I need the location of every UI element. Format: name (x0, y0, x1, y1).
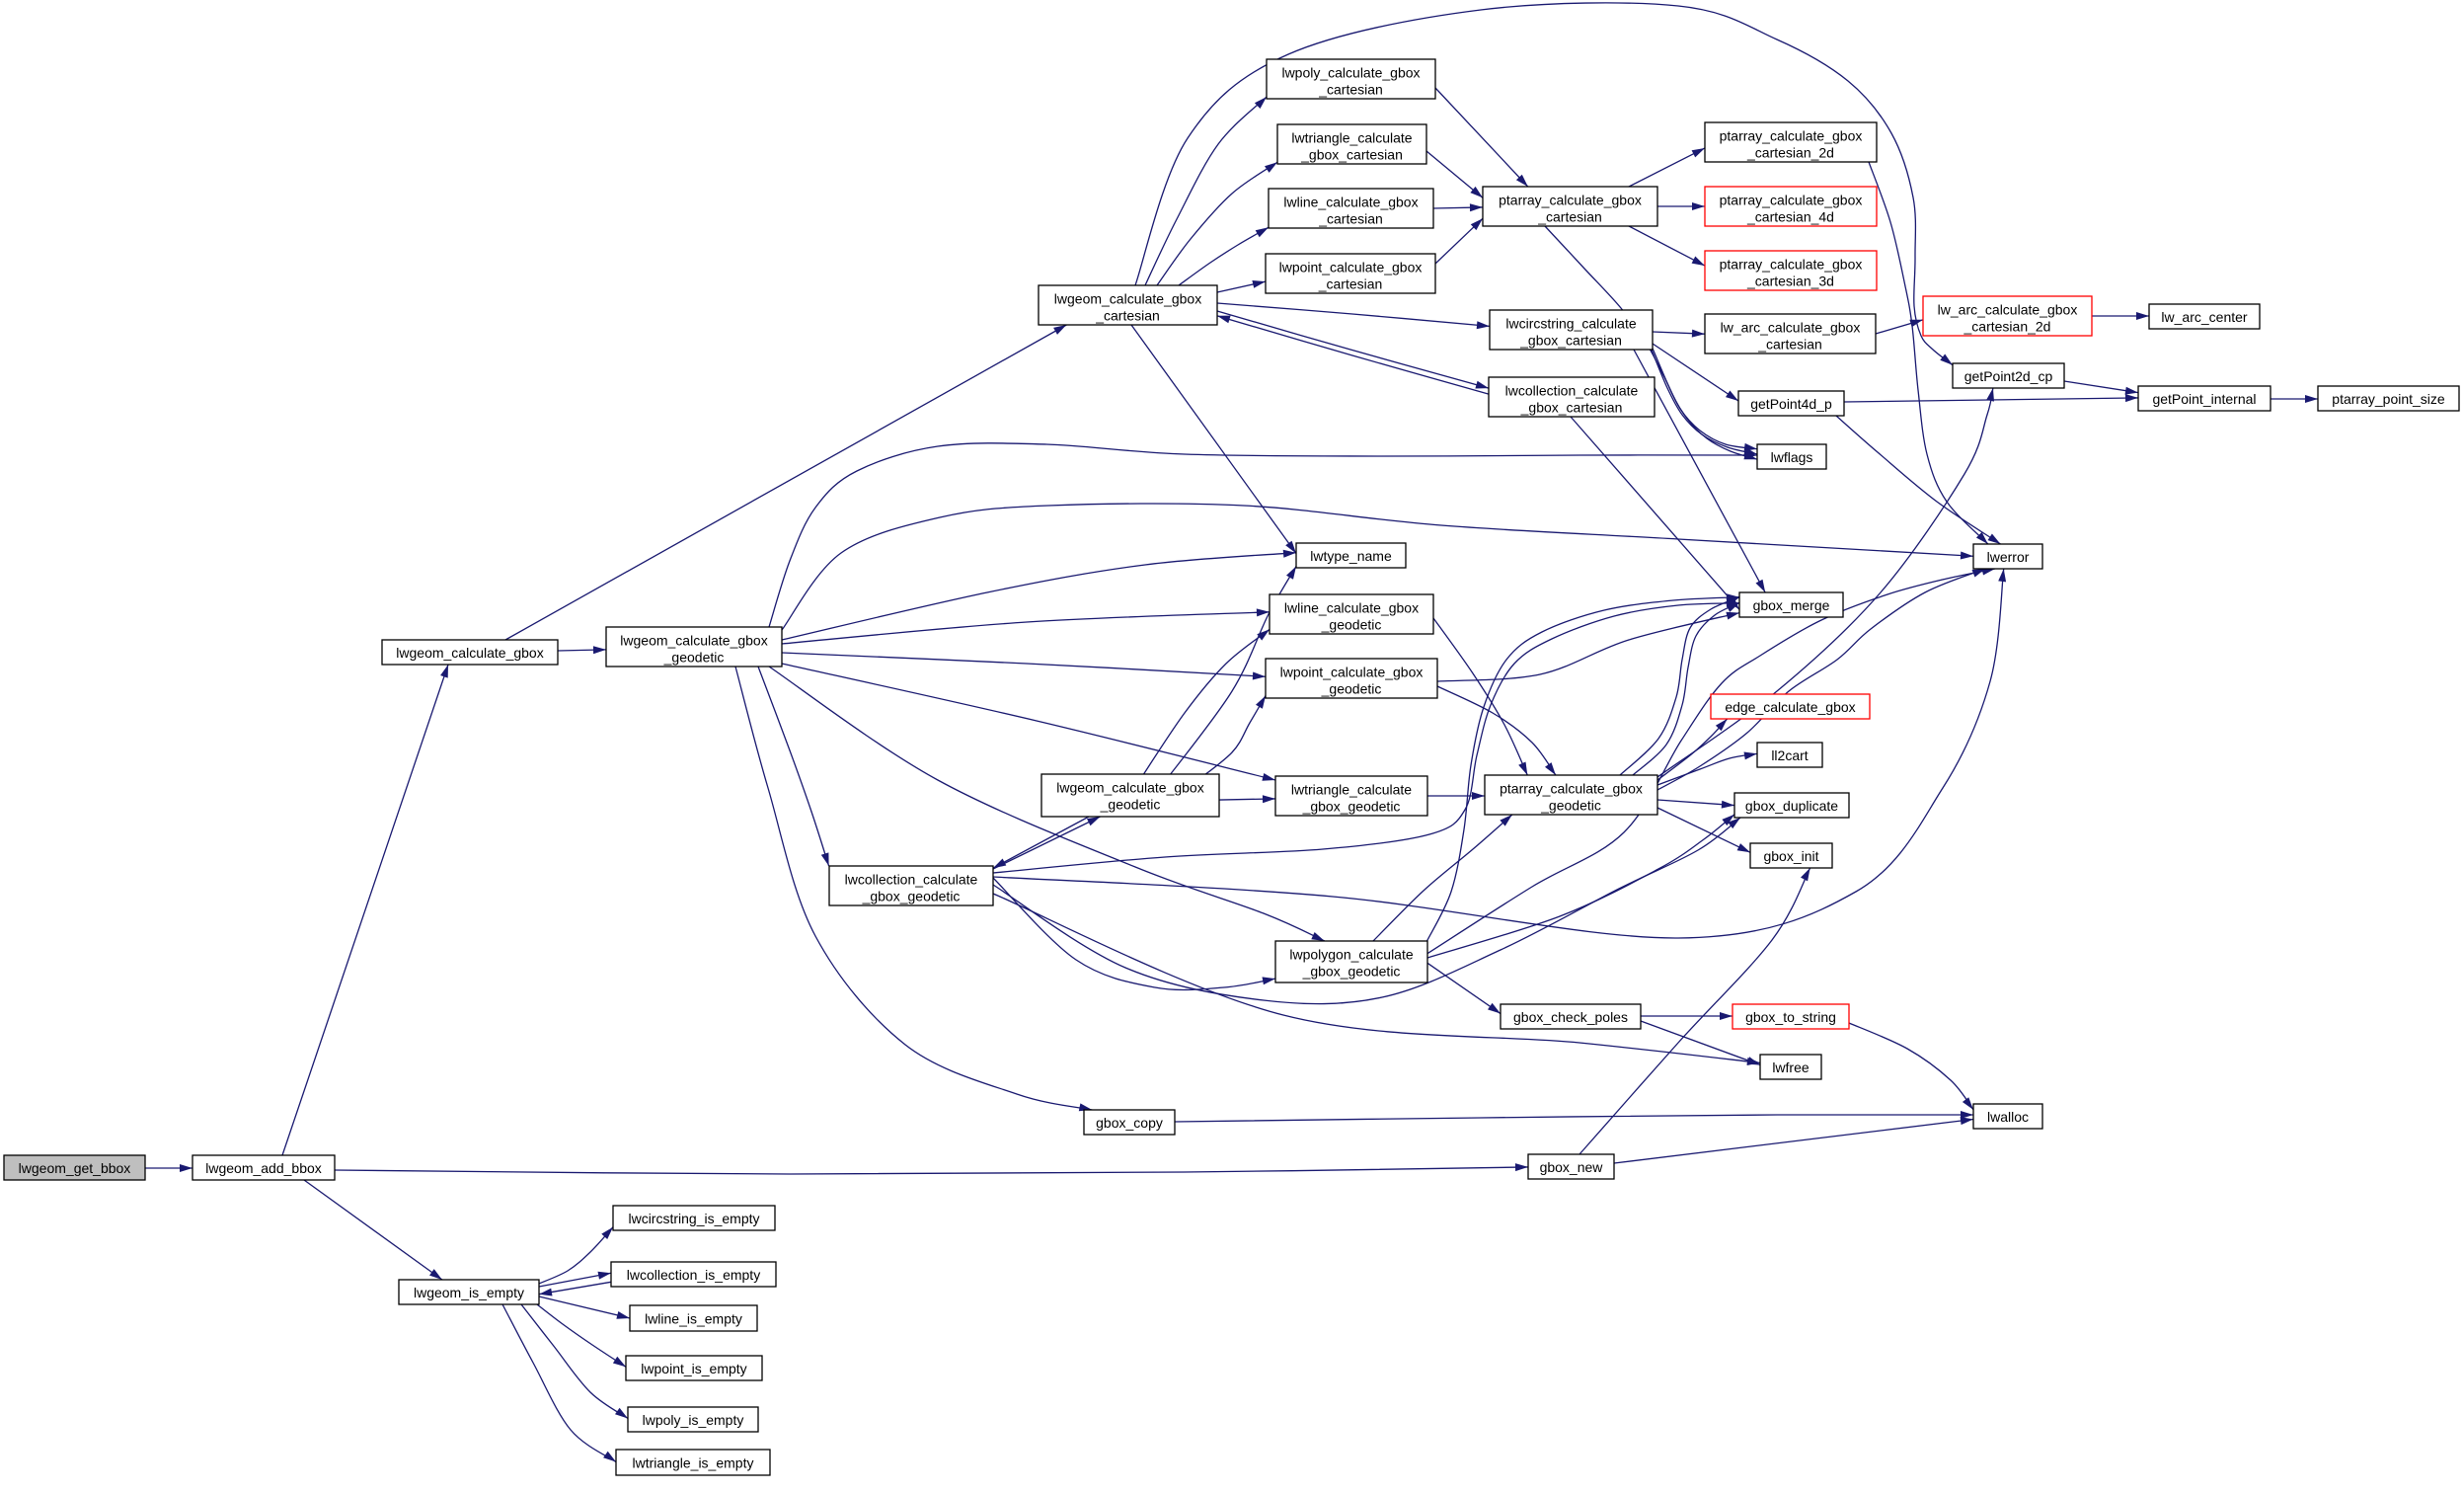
svg-text:_cartesian: _cartesian (1757, 337, 1822, 353)
svg-text:lwgeom_calculate_gbox: lwgeom_calculate_gbox (396, 645, 543, 661)
svg-text:_gbox_cartesian: _gbox_cartesian (1300, 147, 1403, 163)
svg-text:lwtriangle_calculate: lwtriangle_calculate (1291, 130, 1412, 146)
svg-text:getPoint4d_p: getPoint4d_p (1750, 396, 1832, 412)
svg-text:_cartesian: _cartesian (1318, 82, 1383, 98)
svg-text:lwgeom_add_bbox: lwgeom_add_bbox (205, 1160, 322, 1176)
svg-text:ptarray_calculate_gbox: ptarray_calculate_gbox (1720, 128, 1863, 144)
svg-text:lwline_calculate_gbox: lwline_calculate_gbox (1284, 600, 1419, 616)
svg-text:gbox_duplicate: gbox_duplicate (1745, 798, 1838, 814)
svg-text:lwgeom_calculate_gbox: lwgeom_calculate_gbox (1054, 291, 1201, 307)
svg-text:lw_arc_calculate_gbox: lw_arc_calculate_gbox (1721, 320, 1861, 336)
svg-text:lwgeom_get_bbox: lwgeom_get_bbox (19, 1160, 131, 1176)
svg-text:lwpoint_calculate_gbox: lwpoint_calculate_gbox (1279, 260, 1423, 275)
svg-text:getPoint_internal: getPoint_internal (2152, 391, 2256, 407)
svg-text:ptarray_calculate_gbox: ptarray_calculate_gbox (1720, 257, 1863, 273)
svg-text:_gbox_geodetic: _gbox_geodetic (862, 889, 961, 904)
svg-text:lwpoint_calculate_gbox: lwpoint_calculate_gbox (1280, 665, 1424, 680)
svg-text:lwcollection_calculate: lwcollection_calculate (1505, 383, 1639, 399)
svg-text:lwpoint_is_empty: lwpoint_is_empty (641, 1361, 746, 1376)
svg-text:_cartesian_4d: _cartesian_4d (1746, 209, 1834, 225)
svg-text:ptarray_calculate_gbox: ptarray_calculate_gbox (1499, 193, 1642, 208)
svg-text:_cartesian_2d: _cartesian_2d (1746, 145, 1834, 161)
svg-text:lwgeom_calculate_gbox: lwgeom_calculate_gbox (620, 633, 767, 649)
svg-text:lwgeom_calculate_gbox: lwgeom_calculate_gbox (1056, 780, 1203, 796)
svg-text:_geodetic: _geodetic (1100, 797, 1161, 813)
svg-text:lw_arc_calculate_gbox: lw_arc_calculate_gbox (1938, 302, 2078, 318)
svg-text:ll2cart: ll2cart (1771, 747, 1808, 763)
svg-text:_cartesian: _cartesian (1537, 209, 1602, 225)
svg-text:lwtriangle_is_empty: lwtriangle_is_empty (633, 1455, 754, 1471)
svg-text:lwpolygon_calculate: lwpolygon_calculate (1289, 947, 1414, 963)
svg-text:gbox_copy: gbox_copy (1096, 1115, 1163, 1131)
svg-text:_geodetic: _geodetic (1540, 798, 1601, 814)
svg-text:_gbox_cartesian: _gbox_cartesian (1519, 333, 1622, 349)
svg-text:getPoint2d_cp: getPoint2d_cp (1964, 368, 2053, 384)
svg-text:gbox_merge: gbox_merge (1753, 597, 1830, 613)
svg-text:gbox_new: gbox_new (1540, 1159, 1604, 1175)
svg-text:lwtype_name: lwtype_name (1310, 548, 1392, 564)
svg-text:gbox_check_poles: gbox_check_poles (1513, 1009, 1628, 1025)
svg-text:lwline_is_empty: lwline_is_empty (645, 1311, 742, 1327)
svg-text:lwpoly_calculate_gbox: lwpoly_calculate_gbox (1281, 65, 1420, 81)
svg-text:ptarray_calculate_gbox: ptarray_calculate_gbox (1720, 193, 1863, 208)
svg-text:ptarray_point_size: ptarray_point_size (2332, 391, 2445, 407)
svg-text:lwtriangle_calculate: lwtriangle_calculate (1291, 782, 1412, 798)
svg-text:lwerror: lwerror (1987, 549, 2030, 565)
svg-text:lwflags: lwflags (1771, 449, 1813, 465)
svg-text:lwgeom_is_empty: lwgeom_is_empty (414, 1285, 524, 1300)
svg-text:_cartesian: _cartesian (1318, 211, 1383, 227)
svg-text:edge_calculate_gbox: edge_calculate_gbox (1725, 699, 1855, 715)
svg-text:_cartesian_3d: _cartesian_3d (1746, 274, 1834, 289)
svg-text:_gbox_cartesian: _gbox_cartesian (1520, 400, 1623, 416)
svg-text:_cartesian_2d: _cartesian_2d (1964, 319, 2051, 335)
svg-text:_gbox_geodetic: _gbox_geodetic (1302, 964, 1401, 980)
svg-text:ptarray_calculate_gbox: ptarray_calculate_gbox (1500, 781, 1643, 797)
svg-text:_cartesian: _cartesian (1318, 276, 1383, 292)
svg-text:_geodetic: _geodetic (1321, 617, 1382, 633)
svg-text:lwcollection_is_empty: lwcollection_is_empty (627, 1267, 760, 1283)
svg-text:lwpoly_is_empty: lwpoly_is_empty (643, 1412, 744, 1428)
svg-text:lwalloc: lwalloc (1987, 1109, 2029, 1125)
svg-text:lwcircstring_is_empty: lwcircstring_is_empty (628, 1211, 759, 1226)
svg-text:lwfree: lwfree (1772, 1060, 1810, 1075)
svg-text:lw_arc_center: lw_arc_center (2161, 309, 2247, 325)
svg-text:gbox_to_string: gbox_to_string (1745, 1009, 1836, 1025)
svg-text:lwcircstring_calculate: lwcircstring_calculate (1505, 316, 1636, 332)
svg-text:_cartesian: _cartesian (1095, 308, 1160, 324)
svg-text:_geodetic: _geodetic (1321, 681, 1382, 697)
svg-text:lwcollection_calculate: lwcollection_calculate (845, 872, 978, 888)
svg-text:_geodetic: _geodetic (663, 650, 725, 666)
svg-text:lwline_calculate_gbox: lwline_calculate_gbox (1283, 195, 1418, 210)
svg-text:_gbox_geodetic: _gbox_geodetic (1302, 799, 1401, 815)
svg-text:gbox_init: gbox_init (1763, 848, 1818, 864)
